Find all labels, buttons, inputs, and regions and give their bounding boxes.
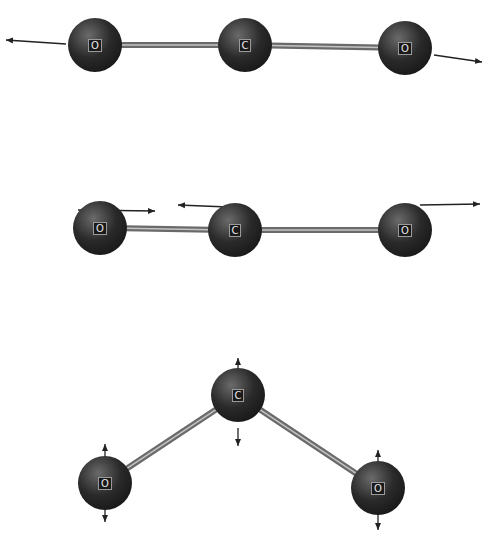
atom-sphere: C <box>211 368 265 422</box>
atom-sphere: O <box>378 203 432 257</box>
atom-symbol: O <box>88 39 102 52</box>
atom-symbol: O <box>98 477 112 490</box>
atom-symbol: C <box>229 224 242 237</box>
bond-rod <box>126 409 217 469</box>
atom-sphere: C <box>208 203 262 257</box>
motion-arrow <box>6 40 66 44</box>
atom-sphere: C <box>218 18 272 72</box>
atom-symbol: O <box>398 42 412 55</box>
atom-sphere: O <box>68 18 122 72</box>
bond-rod <box>260 230 380 231</box>
atom-symbol: C <box>232 389 245 402</box>
motion-arrow <box>237 428 238 446</box>
motion-arrow <box>420 204 480 205</box>
atom-sphere: O <box>351 461 405 515</box>
atom-symbol: C <box>239 39 252 52</box>
motion-arrow <box>434 55 482 62</box>
atom-sphere: O <box>78 456 132 510</box>
atom-symbol: O <box>371 482 385 495</box>
bond-rod <box>120 45 220 46</box>
bond-rod <box>125 228 210 229</box>
atom-symbol: O <box>93 222 107 235</box>
bond-rod <box>259 409 357 474</box>
atom-symbol: O <box>398 224 412 237</box>
atom-sphere: O <box>378 21 432 75</box>
bond-rod <box>270 45 380 47</box>
atom-sphere: O <box>73 201 127 255</box>
